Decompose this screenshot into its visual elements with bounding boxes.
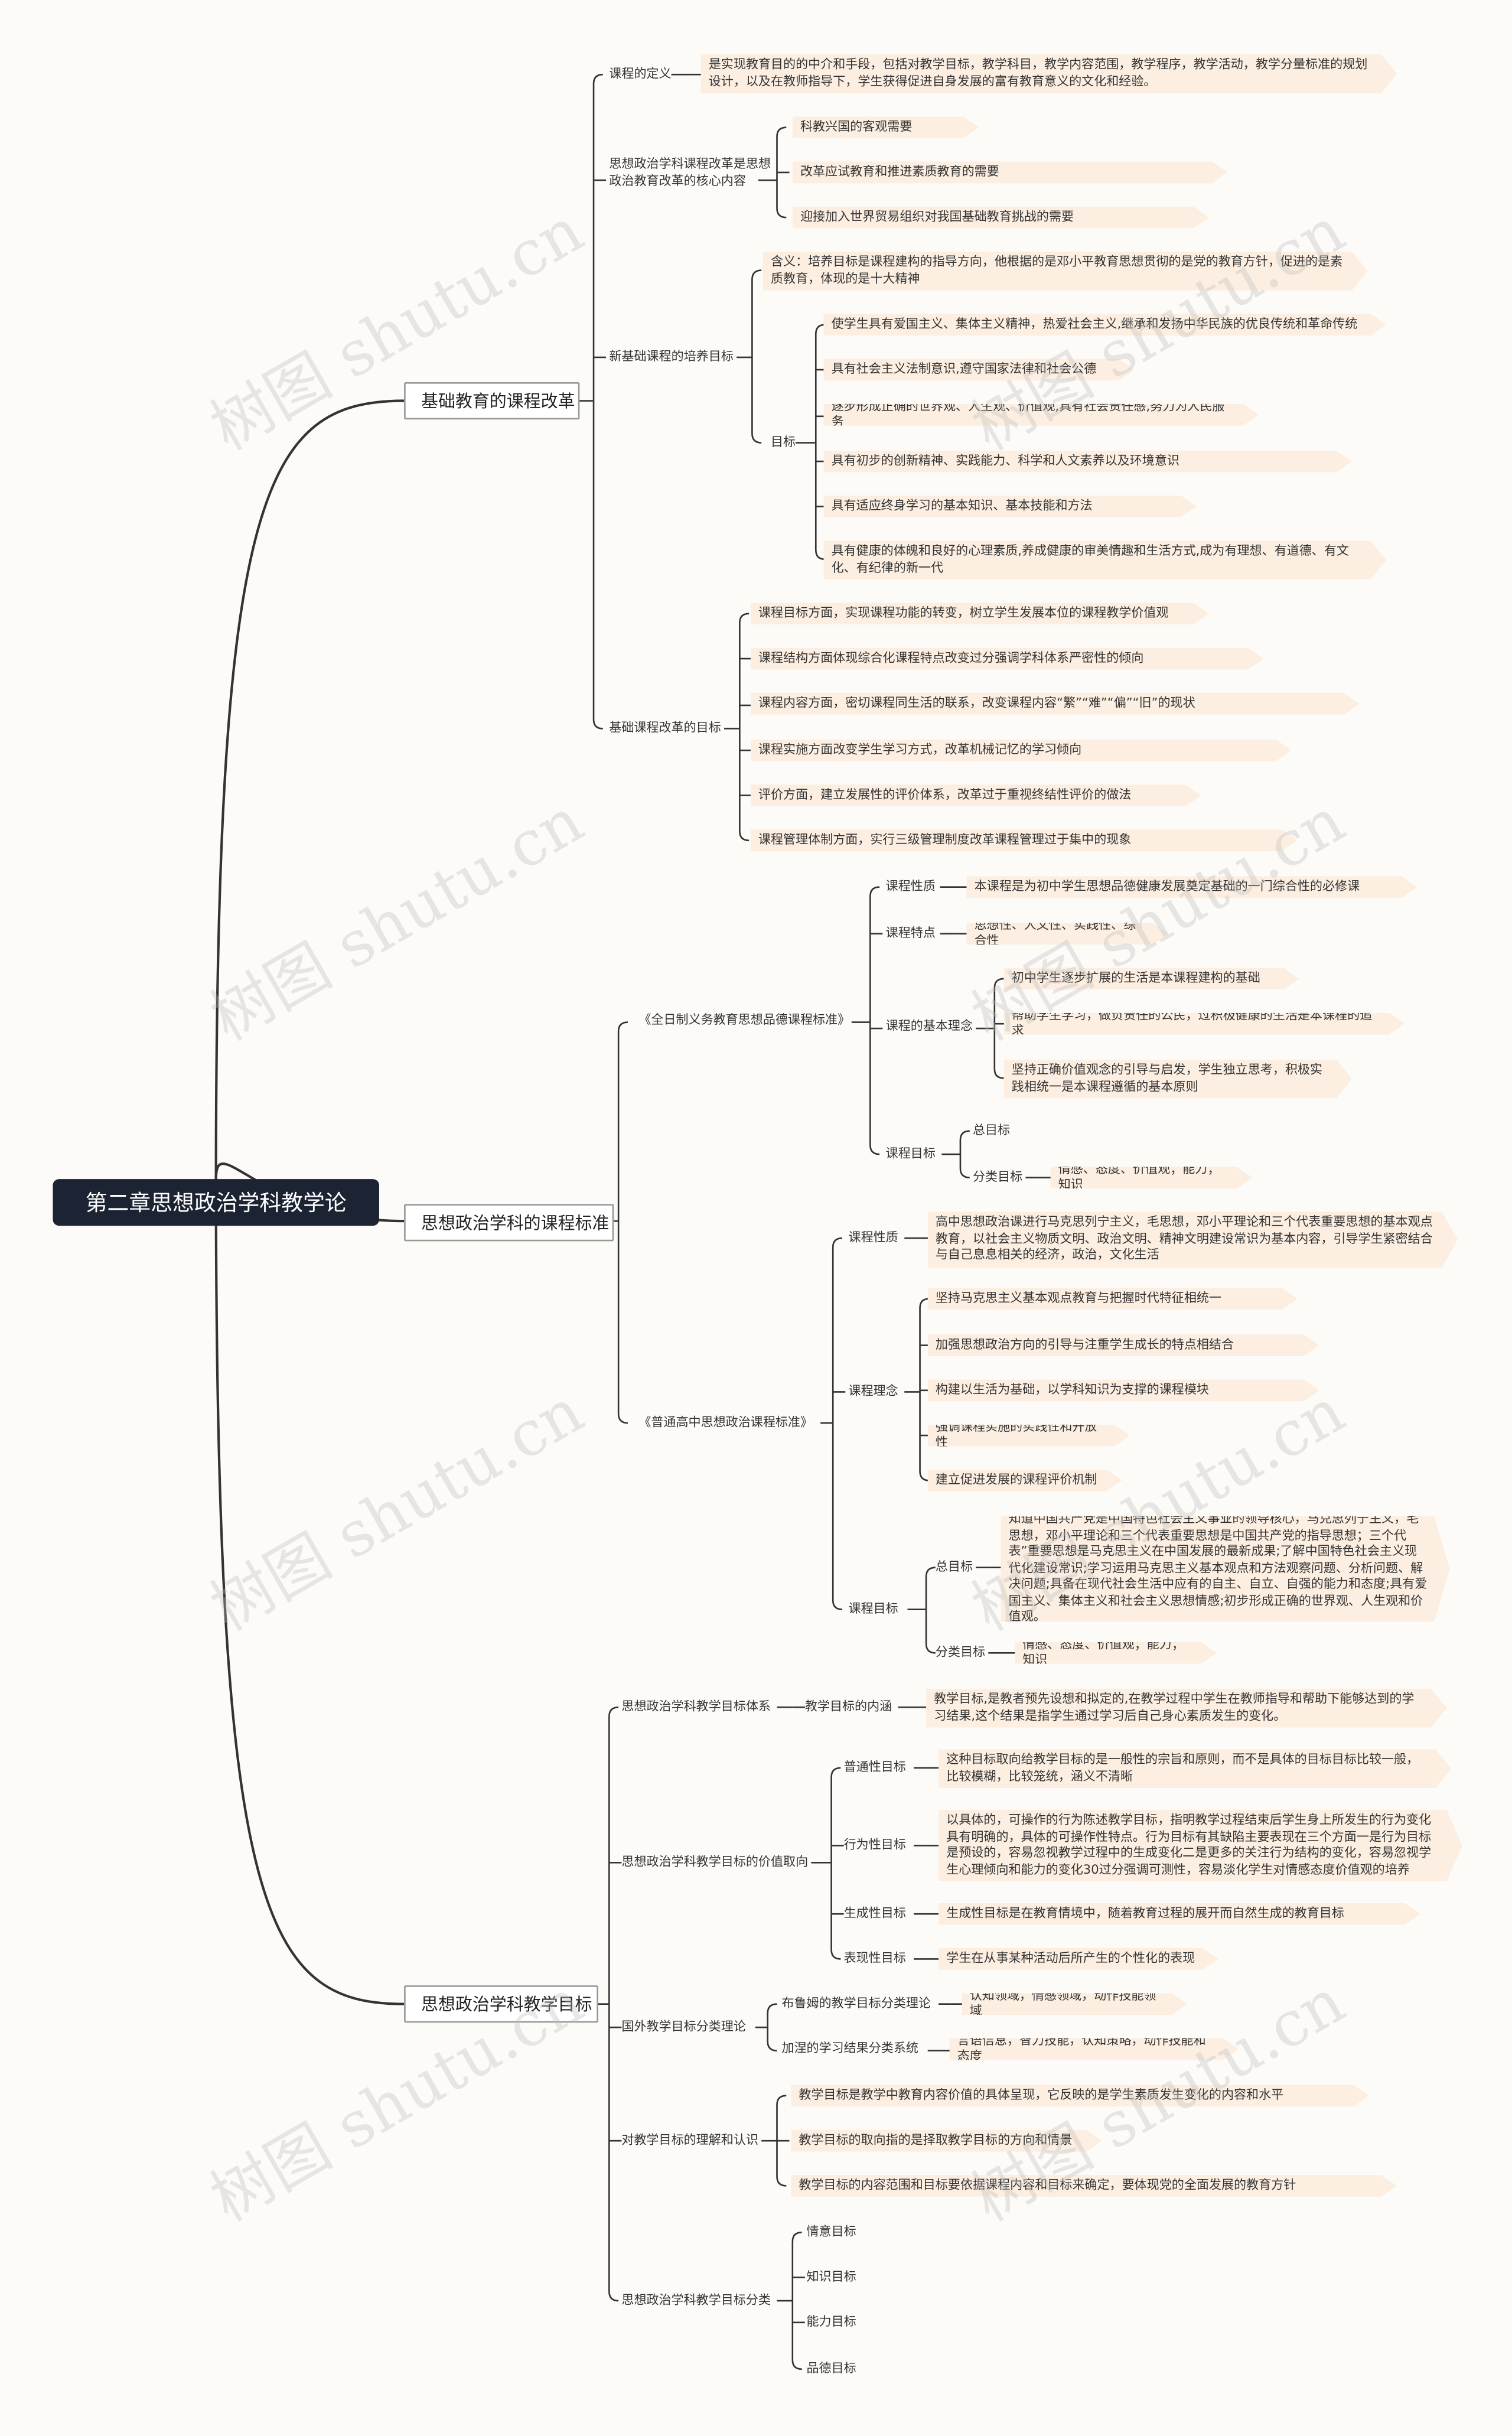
leaf-ability-objective[interactable]: 能力目标 xyxy=(806,2314,856,2329)
leaf-reform-3: 课程内容方面，密切课程同生活的联系，改变课程内容“繁”“难”“偏”“旧”的现状 xyxy=(751,693,1360,715)
leaf-nature-junior: 本课程是为初中学生思想品德健康发展奠定基础的一门综合性的必修课 xyxy=(966,876,1417,898)
topic-value-orientation[interactable]: 思想政治学科教学目标的价值取向 xyxy=(621,1855,809,1869)
topic-objective-classification[interactable]: 思想政治学科教学目标分类 xyxy=(621,2292,771,2307)
leaf-expressive-objective: 学生在从事某种活动后所产生的个性化的表现 xyxy=(939,1948,1218,1970)
topic-foreign-theory[interactable]: 国外教学目标分类理论 xyxy=(621,2020,746,2034)
leaf-goal-2: 具有社会主义法制意识,遵守国家法律和社会公德 xyxy=(823,359,1134,381)
leaf-moral-objective[interactable]: 品德目标 xyxy=(806,2361,856,2376)
leaf-goal-6: 具有健康的体魄和良好的心理素质,养成健康的审美情趣和生活方式,成为有理想、有道德… xyxy=(823,540,1386,579)
topic-bloom[interactable]: 布鲁姆的教学目标分类理论 xyxy=(781,1996,931,2011)
topic-general-objective[interactable]: 普通性目标 xyxy=(843,1760,906,1774)
bracket-line xyxy=(617,1021,628,1424)
topic-nature-senior[interactable]: 课程性质 xyxy=(848,1230,898,1245)
topic-goals[interactable]: 目标 xyxy=(770,435,796,450)
leaf-core-3: 迎接加入世界贸易组织对我国基础教育挑战的需要 xyxy=(793,207,1209,229)
root-connector xyxy=(214,399,405,1180)
topic-senior-standard[interactable]: 《普通高中思想政治课程标准》 xyxy=(638,1415,813,1429)
leaf-goal-3: 逐步形成正确的世界观、人生观、价值观,具有社会责任感,努力为人民服务 xyxy=(823,404,1259,426)
leaf-idea-senior-2: 加强思想政治方向的引导与注重学生成长的特点相结合 xyxy=(928,1334,1319,1356)
leaf-reform-6: 课程管理体制方面，实行三级管理制度改革课程管理过于集中的现象 xyxy=(751,829,1298,851)
topic-objective-meaning[interactable]: 教学目标的内涵 xyxy=(804,1699,892,1714)
leaf-idea-junior-2: 帮助学生学习，做负责任的公民，过积极健康的生活是本课程的追求 xyxy=(1004,1013,1405,1035)
topic-behavior-objective[interactable]: 行为性目标 xyxy=(843,1838,906,1852)
bracket-line xyxy=(925,1567,936,1654)
bracket-line xyxy=(592,73,603,730)
leaf-features-junior: 思想性、人文性、实践性、综合性 xyxy=(966,923,1168,945)
bracket-line xyxy=(959,1130,970,1178)
root-connector xyxy=(214,1179,405,2005)
leaf-generative-objective: 生成性目标是在教育情境中，随着教育过程的展开而自然生成的教育目标 xyxy=(939,1903,1420,1925)
bracket-line xyxy=(993,978,1004,1079)
leaf-objective-meaning: 教学目标,是教者预先设想和拟定的,在教学过程中学生在教师指导和帮助下能够达到的学… xyxy=(926,1689,1446,1728)
leaf-nature-senior: 高中思想政治课进行马克思列宁主义，毛思想，邓小平理论和三个代表重要思想的基本观点… xyxy=(928,1212,1458,1268)
topic-ideas-senior[interactable]: 课程理念 xyxy=(848,1384,898,1398)
leaf-understanding-2: 教学目标的取向指的是择取教学目标的方向和情景 xyxy=(791,2130,1102,2152)
leaf-understanding-3: 教学目标的内容范围和目标要依据课程内容和目标来确定，要体现党的全面发展的教育方针 xyxy=(791,2175,1397,2197)
bracket-line xyxy=(814,324,826,561)
topic-generative-objective[interactable]: 生成性目标 xyxy=(843,1906,906,1920)
leaf-category-goal-junior: 情感、态度、价值观；能力；知识 xyxy=(1051,1167,1253,1188)
bracket-line xyxy=(791,2231,802,2370)
leaf-idea-junior-3: 坚持正确价值观念的引导与启发，学生独立思考，积极实践相统一是本课程遵循的基本原则 xyxy=(1004,1060,1352,1099)
topic-goals-junior[interactable]: 课程目标 xyxy=(885,1146,936,1161)
topic-reform-goal[interactable]: 基础课程改革的目标 xyxy=(609,721,721,735)
leaf-reform-1: 课程目标方面，实现课程功能的转变，树立学生发展本位的课程教学价值观 xyxy=(751,603,1209,624)
topic-category-goal-junior[interactable]: 分类目标 xyxy=(973,1170,1023,1184)
leaf-knowledge-objective[interactable]: 知识目标 xyxy=(806,2269,856,2284)
topic-goals-senior[interactable]: 课程目标 xyxy=(848,1601,898,1616)
topic-general-goal-junior[interactable]: 总目标 xyxy=(973,1123,1011,1138)
bracket-line xyxy=(767,2003,777,2051)
leaf-idea-junior-1: 初中学生逐步扩展的生活是本课程建构的基础 xyxy=(1004,968,1299,989)
leaf-reform-5: 评价方面，建立发展性的评价体系，改革过于重视终结性评价的做法 xyxy=(751,784,1201,806)
leaf-idea-senior-4: 强调课程实施的实践性和开放性 xyxy=(928,1425,1130,1447)
topic-expressive-objective[interactable]: 表现性目标 xyxy=(843,1951,906,1965)
topic-gagne[interactable]: 加涅的学习结果分类系统 xyxy=(781,2041,918,2056)
topic-objective-system[interactable]: 思想政治学科教学目标体系 xyxy=(621,1699,771,1714)
leaf-affective-objective[interactable]: 情意目标 xyxy=(806,2225,856,2239)
topic-compulsory-standard[interactable]: 《全日制义务教育思想品德课程标准》 xyxy=(638,1012,850,1027)
bracket-line xyxy=(751,269,762,444)
leaf-reform-4: 课程实施方面改变学生学习方式，改革机械记忆的学习倾向 xyxy=(751,740,1292,761)
leaf-bloom: 认知领域，情感领域，动作技能领域 xyxy=(962,1993,1187,2015)
leaf-idea-senior-1: 坚持马克思主义基本观点教育与把握时代特征相统一 xyxy=(928,1288,1298,1310)
branch-teaching-objectives[interactable]: 思想政治学科教学目标 xyxy=(404,1985,598,2023)
topic-core-reform[interactable]: 思想政治学科课程改革是思想政治教育改革的核心内容 xyxy=(609,157,771,187)
branch-curriculum-reform[interactable]: 基础教育的课程改革 xyxy=(404,382,580,420)
leaf-training-meaning: 含义：培养目标是课程建构的指导方向，他根据的是邓小平教育思想贯彻的是党的教育方针… xyxy=(763,252,1367,291)
bracket-line xyxy=(739,613,750,842)
branch-curriculum-standard[interactable]: 思想政治学科的课程标准 xyxy=(404,1204,614,1242)
leaf-gagne: 言语信息，智力技能，认知策略，动作技能和态度 xyxy=(950,2038,1239,2060)
leaf-idea-senior-3: 构建以生活为基础，以学科知识为支撑的课程模块 xyxy=(928,1379,1319,1401)
topic-curriculum-definition[interactable]: 课程的定义 xyxy=(609,67,672,81)
topic-nature-junior[interactable]: 课程性质 xyxy=(885,879,936,894)
leaf-goal-4: 具有初步的创新精神、实践能力、科学和人文素养以及环境意识 xyxy=(823,451,1352,473)
bracket-line xyxy=(608,1706,619,2302)
bracket-line xyxy=(869,886,880,1155)
leaf-reform-2: 课程结构方面体现综合化课程特点改变过分强调学科体系严密性的倾向 xyxy=(751,648,1263,670)
topic-features-junior[interactable]: 课程特点 xyxy=(885,926,936,940)
leaf-behavior-objective: 以具体的，可操作的行为陈述教学目标，指明教学过程结束后学生身上所发生的行为变化具… xyxy=(939,1810,1462,1881)
leaf-goal-1: 使学生具有爱国主义、集体主义精神，热爱社会主义,继承和发扬中华民族的优良传统和革… xyxy=(823,314,1386,336)
topic-general-goal-senior[interactable]: 总目标 xyxy=(935,1559,973,1574)
leaf-category-goal-senior: 情感、态度、价值观；能力；知识 xyxy=(1015,1642,1217,1664)
leaf-general-goal-senior: 知道中国共产党是中国特色社会主义事业的领导核心，马克思列宁主义，毛思想，邓小平理… xyxy=(1001,1516,1449,1622)
leaf-general-objective: 这种目标取向给教学目标的是一般性的宗旨和原则，而不是具体的目标目标比较一般，比较… xyxy=(939,1749,1451,1788)
leaf-definition-text: 是实现教育目的的中介和手段，包括对教学目标，教学科目，教学内容范围，教学程序，教… xyxy=(701,54,1397,93)
topic-category-goal-senior[interactable]: 分类目标 xyxy=(935,1645,986,1659)
bracket-line xyxy=(830,1767,841,1960)
leaf-core-2: 改革应试教育和推进素质教育的需要 xyxy=(793,162,1228,184)
bracket-line xyxy=(832,1237,843,1610)
leaf-understanding-1: 教学目标是教学中教育内容价值的具体呈现，它反映的是学生素质发生变化的内容和水平 xyxy=(791,2085,1369,2106)
leaf-goal-5: 具有适应终身学习的基本知识、基本技能和方法 xyxy=(823,496,1196,517)
leaf-core-1: 科教兴国的客观需要 xyxy=(793,116,979,138)
topic-ideas-junior[interactable]: 课程的基本理念 xyxy=(885,1019,973,1033)
topic-understanding[interactable]: 对教学目标的理解和认识 xyxy=(621,2132,758,2147)
topic-training-goal[interactable]: 新基础课程的培养目标 xyxy=(609,349,734,364)
leaf-idea-senior-5: 建立促进发展的课程评价机制 xyxy=(928,1470,1122,1491)
root-topic[interactable]: 第二章思想政治学科教学论 xyxy=(53,1179,379,1226)
